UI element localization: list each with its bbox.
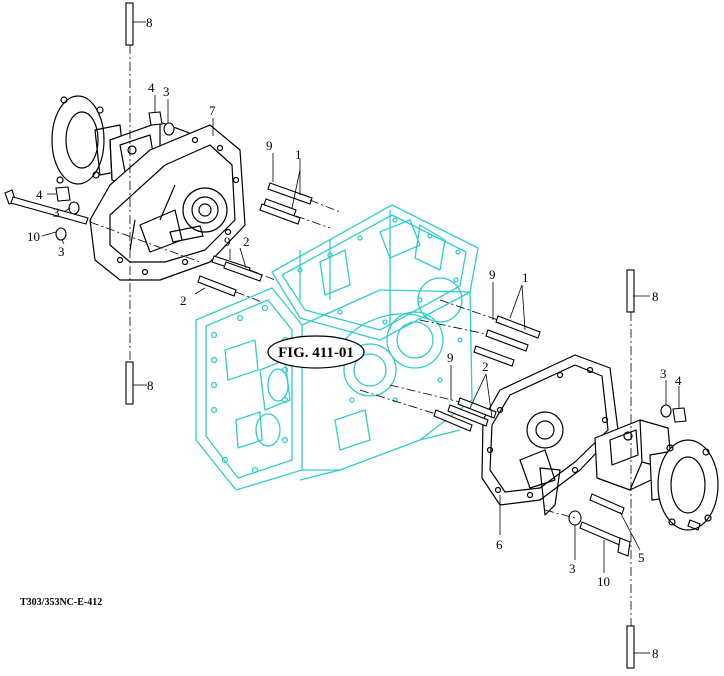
callout-5: 5 — [638, 550, 645, 565]
callout-3: 3 — [569, 561, 576, 576]
callout-1: 1 — [522, 270, 529, 285]
drawing-code: T303/353NC-E-412 — [20, 597, 102, 608]
figure-reference-label[interactable]: FIG. 411-01 — [278, 345, 354, 361]
callout-4: 4 — [36, 187, 43, 202]
washer-left-1 — [68, 201, 80, 215]
callout-8: 8 — [652, 289, 659, 304]
nut-top-right — [672, 407, 687, 423]
callout-6: 6 — [496, 537, 503, 552]
callout-8: 8 — [147, 378, 154, 393]
nut-top-left — [148, 111, 163, 126]
stud-right-5 — [589, 493, 625, 515]
callout-4: 4 — [148, 80, 155, 95]
bolt-left-shank — [10, 196, 89, 225]
bolt-right-shank — [579, 521, 625, 547]
washer-top-right — [660, 404, 672, 418]
callout-numbers: 8 4 3 7 9 1 4 3 10 3 9 2 2 9 1 8 8 9 2 3… — [27, 15, 682, 661]
callout-7: 7 — [209, 103, 216, 118]
callout-2: 2 — [243, 234, 250, 249]
callout-9: 9 — [266, 138, 273, 153]
callout-3: 3 — [163, 84, 170, 99]
callout-3: 3 — [58, 244, 65, 259]
vertical-studs — [125, 2, 635, 669]
figure-reference-oval — [267, 335, 365, 369]
callout-8: 8 — [146, 15, 153, 30]
stud-8-top-left — [125, 2, 134, 46]
callout-10: 10 — [597, 574, 610, 589]
center-housing — [195, 204, 479, 491]
callout-2: 2 — [482, 359, 489, 374]
callout-9: 9 — [489, 267, 496, 282]
callout-leaders — [41, 21, 680, 654]
callout-3: 3 — [660, 366, 667, 381]
figure-reference-callout[interactable]: FIG. 411-01 — [267, 335, 365, 369]
stud-8-bottom-left — [125, 361, 134, 405]
right-axle-housing-assembly — [481, 354, 719, 531]
callout-1: 1 — [295, 147, 302, 162]
callout-2: 2 — [180, 293, 187, 308]
right-studs — [433, 315, 541, 432]
callout-3: 3 — [53, 205, 60, 220]
assembly-center-lines — [89, 45, 632, 626]
stud-8-bottom-right — [626, 625, 635, 669]
washer-bottom-right — [568, 510, 582, 526]
left-hardware — [4, 111, 175, 241]
washer-left-2 — [55, 227, 67, 241]
left-axle-housing-assembly — [51, 95, 246, 281]
callout-9: 9 — [224, 234, 231, 249]
stud-8-top-right — [626, 269, 635, 313]
callout-9: 9 — [447, 350, 454, 365]
bolt-right-head — [617, 537, 631, 557]
callout-8: 8 — [652, 646, 659, 661]
left-studs — [197, 182, 313, 297]
nut-left — [55, 186, 71, 202]
right-hardware — [568, 404, 687, 557]
callout-10: 10 — [27, 229, 40, 244]
callout-4: 4 — [675, 373, 682, 388]
washer-top-left — [163, 122, 175, 136]
